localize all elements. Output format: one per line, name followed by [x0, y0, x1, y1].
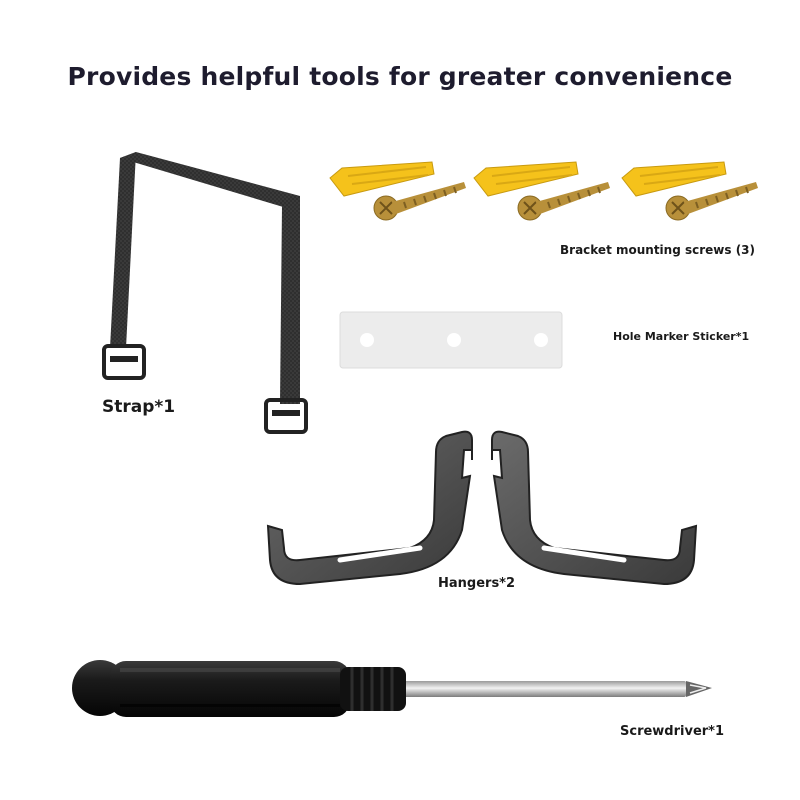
sticker-icon: [339, 311, 563, 369]
strap-icon: [102, 152, 308, 434]
page-title: Provides helpful tools for greater conve…: [67, 62, 733, 91]
screwdriver-label: Screwdriver*1: [620, 724, 725, 739]
screws-label: Bracket mounting screws (3): [560, 243, 756, 257]
strap-label: Strap*1: [102, 397, 176, 417]
screw-anchor-icon: [329, 161, 758, 221]
screwdriver-icon: [72, 660, 712, 717]
sticker-label: Hole Marker Sticker*1: [613, 330, 750, 343]
hangers-label: Hangers*2: [438, 576, 516, 591]
hanger-icon: [266, 430, 698, 586]
